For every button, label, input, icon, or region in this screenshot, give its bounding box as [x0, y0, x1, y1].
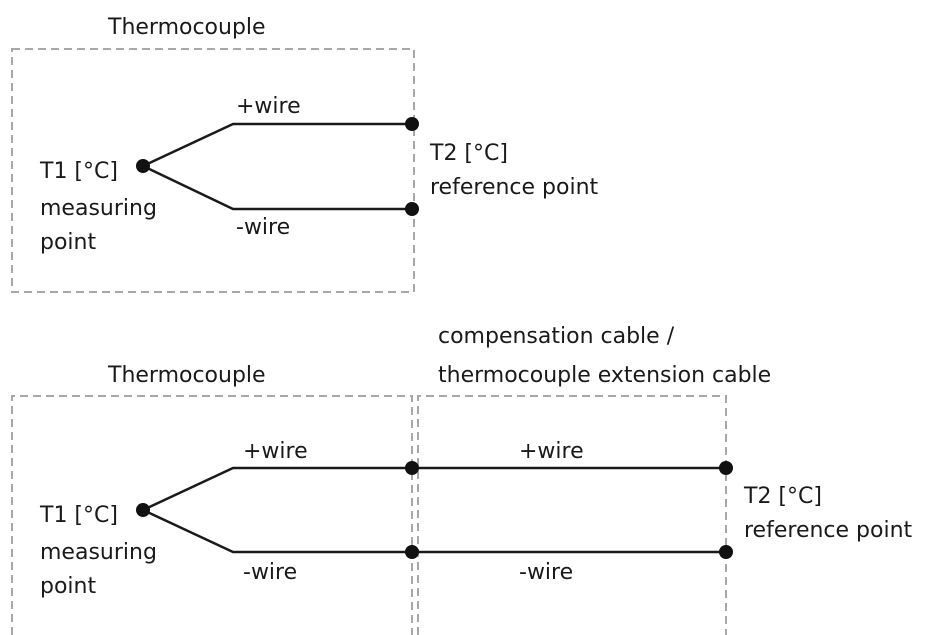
bottom-thermocouple-title: Thermocouple [107, 363, 266, 388]
top-plus-wire [142, 122, 412, 168]
bottom-cable-title-line2: thermocouple extension cable [438, 363, 771, 388]
top-point-label: point [40, 230, 96, 255]
bottom-measuring-label: measuring [40, 540, 157, 565]
bottom-plus-connection [405, 461, 419, 475]
bottom-minus-connection [405, 545, 419, 559]
top-plus-wire-label: +wire [236, 94, 301, 119]
bottom-cable-box [417, 395, 727, 635]
bottom-measuring-junction [136, 503, 150, 517]
bottom-tc-plus-wire-label: +wire [243, 439, 308, 464]
bottom-t1-label: T1 [°C] [39, 503, 118, 528]
top-t2-label: T2 [°C] [429, 141, 508, 166]
bottom-thermocouple-box [11, 395, 413, 635]
bottom-plus-wire [142, 466, 726, 512]
top-t1-label: T1 [°C] [39, 159, 118, 184]
top-thermocouple-title: Thermocouple [107, 15, 266, 40]
top-thermocouple-box [11, 48, 415, 293]
top-measuring-label: measuring [40, 196, 157, 221]
bottom-point-label: point [40, 574, 96, 599]
top-measuring-junction [136, 159, 150, 173]
top-minus-wire [142, 164, 412, 211]
bottom-minus-wire [142, 508, 726, 554]
bottom-cable-minus-wire-label: -wire [519, 560, 573, 585]
bottom-plus-terminal [719, 461, 733, 475]
top-minus-terminal [405, 202, 419, 216]
top-plus-terminal [405, 117, 419, 131]
top-diagram: Thermocouple +wire -wire T1 [°C] measuri… [11, 15, 599, 293]
bottom-minus-terminal [719, 545, 733, 559]
bottom-t2-label: T2 [°C] [743, 484, 822, 509]
bottom-diagram: compensation cable / thermocouple extens… [11, 324, 913, 635]
bottom-reference-label: reference point [744, 518, 913, 543]
bottom-cable-title-line1: compensation cable / [438, 324, 675, 349]
bottom-tc-minus-wire-label: -wire [243, 560, 297, 585]
top-minus-wire-label: -wire [236, 215, 290, 240]
top-reference-label: reference point [430, 175, 599, 200]
bottom-cable-plus-wire-label: +wire [519, 439, 584, 464]
